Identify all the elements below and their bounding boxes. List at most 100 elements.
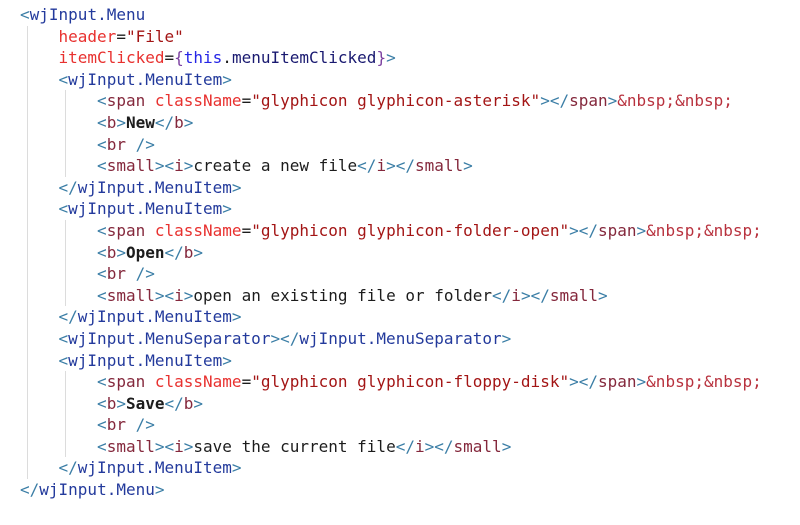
tag-delimiter: ></ — [386, 156, 415, 176]
jsx-brace: } — [376, 48, 387, 68]
string-value: "glyphicon glyphicon-floppy-disk" — [251, 372, 570, 392]
tag-delimiter: < — [97, 242, 107, 262]
attribute-name: className — [154, 220, 242, 240]
component-tag-name: wjInput.MenuItem — [77, 458, 232, 478]
component-tag-name: wjInput.MenuSeparator — [68, 328, 271, 348]
tag-delimiter: > — [193, 393, 204, 413]
tag-delimiter: </ — [58, 177, 78, 197]
string-value: "glyphicon glyphicon-folder-open" — [251, 220, 570, 240]
tag-delimiter: > — [116, 242, 126, 262]
tag-delimiter: > — [222, 69, 232, 89]
html-tag-name: b — [183, 242, 194, 262]
html-tag-name: small — [453, 436, 502, 456]
bold-text: New — [125, 112, 155, 132]
code-line: </wjInput.MenuItem> — [0, 457, 800, 480]
plain-text: . — [222, 48, 232, 68]
string-value: "File" — [125, 26, 184, 46]
tag-delimiter: < — [20, 5, 30, 24]
component-tag-name: wjInput.MenuItem — [68, 69, 223, 89]
html-tag-name: span — [106, 91, 146, 111]
html-tag-name: b — [106, 112, 117, 132]
tag-delimiter: </ — [164, 393, 184, 413]
html-tag-name: i — [174, 285, 184, 305]
tag-delimiter: </ — [58, 458, 78, 478]
indent-guide — [65, 155, 67, 177]
tag-delimiter: </ — [357, 156, 377, 176]
html-tag-name: i — [414, 436, 425, 456]
code-line: <b>New</b> — [0, 111, 800, 134]
code-line: <br /> — [0, 263, 800, 285]
indent-guide — [65, 392, 67, 415]
code-line: <wjInput.MenuSeparator></wjInput.MenuSep… — [0, 327, 800, 350]
html-tag-name: b — [174, 112, 184, 132]
tag-delimiter: > — [222, 350, 232, 370]
tag-delimiter: </ — [58, 307, 78, 327]
indent-guide — [26, 327, 28, 350]
string-value: "glyphicon glyphicon-asterisk" — [251, 91, 541, 111]
tag-delimiter: > — [116, 112, 126, 132]
indent-guide — [65, 435, 67, 458]
tag-delimiter: < — [58, 199, 69, 219]
component-tag-name: wjInput.MenuItem — [77, 177, 232, 197]
tag-delimiter: </ — [395, 436, 415, 456]
indent-guide — [65, 414, 67, 436]
tag-delimiter: < — [97, 134, 107, 154]
code-line: <small><i>save the current file</i></sma… — [0, 435, 800, 458]
html-tag-name: i — [511, 285, 521, 305]
html-tag-name: span — [106, 372, 146, 392]
equals-sign: = — [241, 372, 252, 392]
tag-delimiter: < — [58, 328, 69, 348]
tag-delimiter: > — [183, 285, 194, 305]
indent-guide — [26, 306, 28, 328]
code-line: <wjInput.Menu — [0, 4, 800, 26]
tag-delimiter: ></ — [569, 220, 598, 240]
indent-guide — [26, 176, 28, 199]
component-tag-name: wjInput.MenuItem — [68, 199, 223, 219]
tag-delimiter: ></ — [270, 328, 300, 348]
code-line: </wjInput.MenuItem> — [0, 306, 800, 328]
bold-text: Save — [125, 393, 165, 413]
code-line: <small><i>create a new file</i></small> — [0, 155, 800, 177]
tag-delimiter: > — [116, 393, 126, 413]
indent-guide — [26, 457, 28, 480]
indent-guide — [26, 47, 28, 69]
code-line: <span className="glyphicon glyphicon-flo… — [0, 371, 800, 393]
code-line: <wjInput.MenuItem> — [0, 349, 800, 372]
tag-delimiter: > — [386, 48, 396, 68]
tag-delimiter: >< — [154, 156, 175, 176]
indent-guide — [65, 263, 67, 285]
tag-delimiter: > — [183, 156, 194, 176]
code-line: <small><i>open an existing file or folde… — [0, 284, 800, 307]
html-tag-name: i — [174, 436, 184, 456]
code-line: <b>Save</b> — [0, 392, 800, 415]
attribute-name: itemClicked — [58, 48, 165, 68]
plain-text: save the current file — [193, 436, 396, 456]
html-tag-name: span — [569, 91, 608, 111]
plain-text — [145, 372, 155, 391]
equals-sign: = — [164, 48, 175, 68]
equals-sign: = — [116, 26, 126, 46]
indent-guide — [26, 284, 28, 307]
component-tag-name: wjInput.Menu — [39, 480, 155, 500]
tag-delimiter: < — [97, 156, 107, 176]
code-line: <span className="glyphicon glyphicon-fol… — [0, 219, 800, 242]
plain-text — [145, 221, 155, 240]
plain-text — [126, 264, 136, 283]
code-line: <span className="glyphicon glyphicon-ast… — [0, 90, 800, 112]
indent-guide — [26, 263, 28, 285]
indent-guide — [26, 155, 28, 177]
tag-delimiter: </ — [20, 480, 40, 500]
indent-guide — [26, 133, 28, 156]
code-line: </wjInput.MenuItem> — [0, 176, 800, 199]
tag-delimiter: < — [58, 350, 69, 370]
html-entity: &nbsp;&nbsp; — [646, 372, 762, 392]
tag-delimiter: > — [636, 372, 647, 392]
tag-delimiter: > — [183, 112, 194, 132]
code-line: </wjInput.Menu> — [0, 479, 800, 501]
html-tag-name: small — [106, 436, 155, 456]
tag-delimiter: < — [58, 69, 69, 89]
equals-sign: = — [241, 220, 252, 240]
tag-delimiter: > — [598, 285, 608, 305]
